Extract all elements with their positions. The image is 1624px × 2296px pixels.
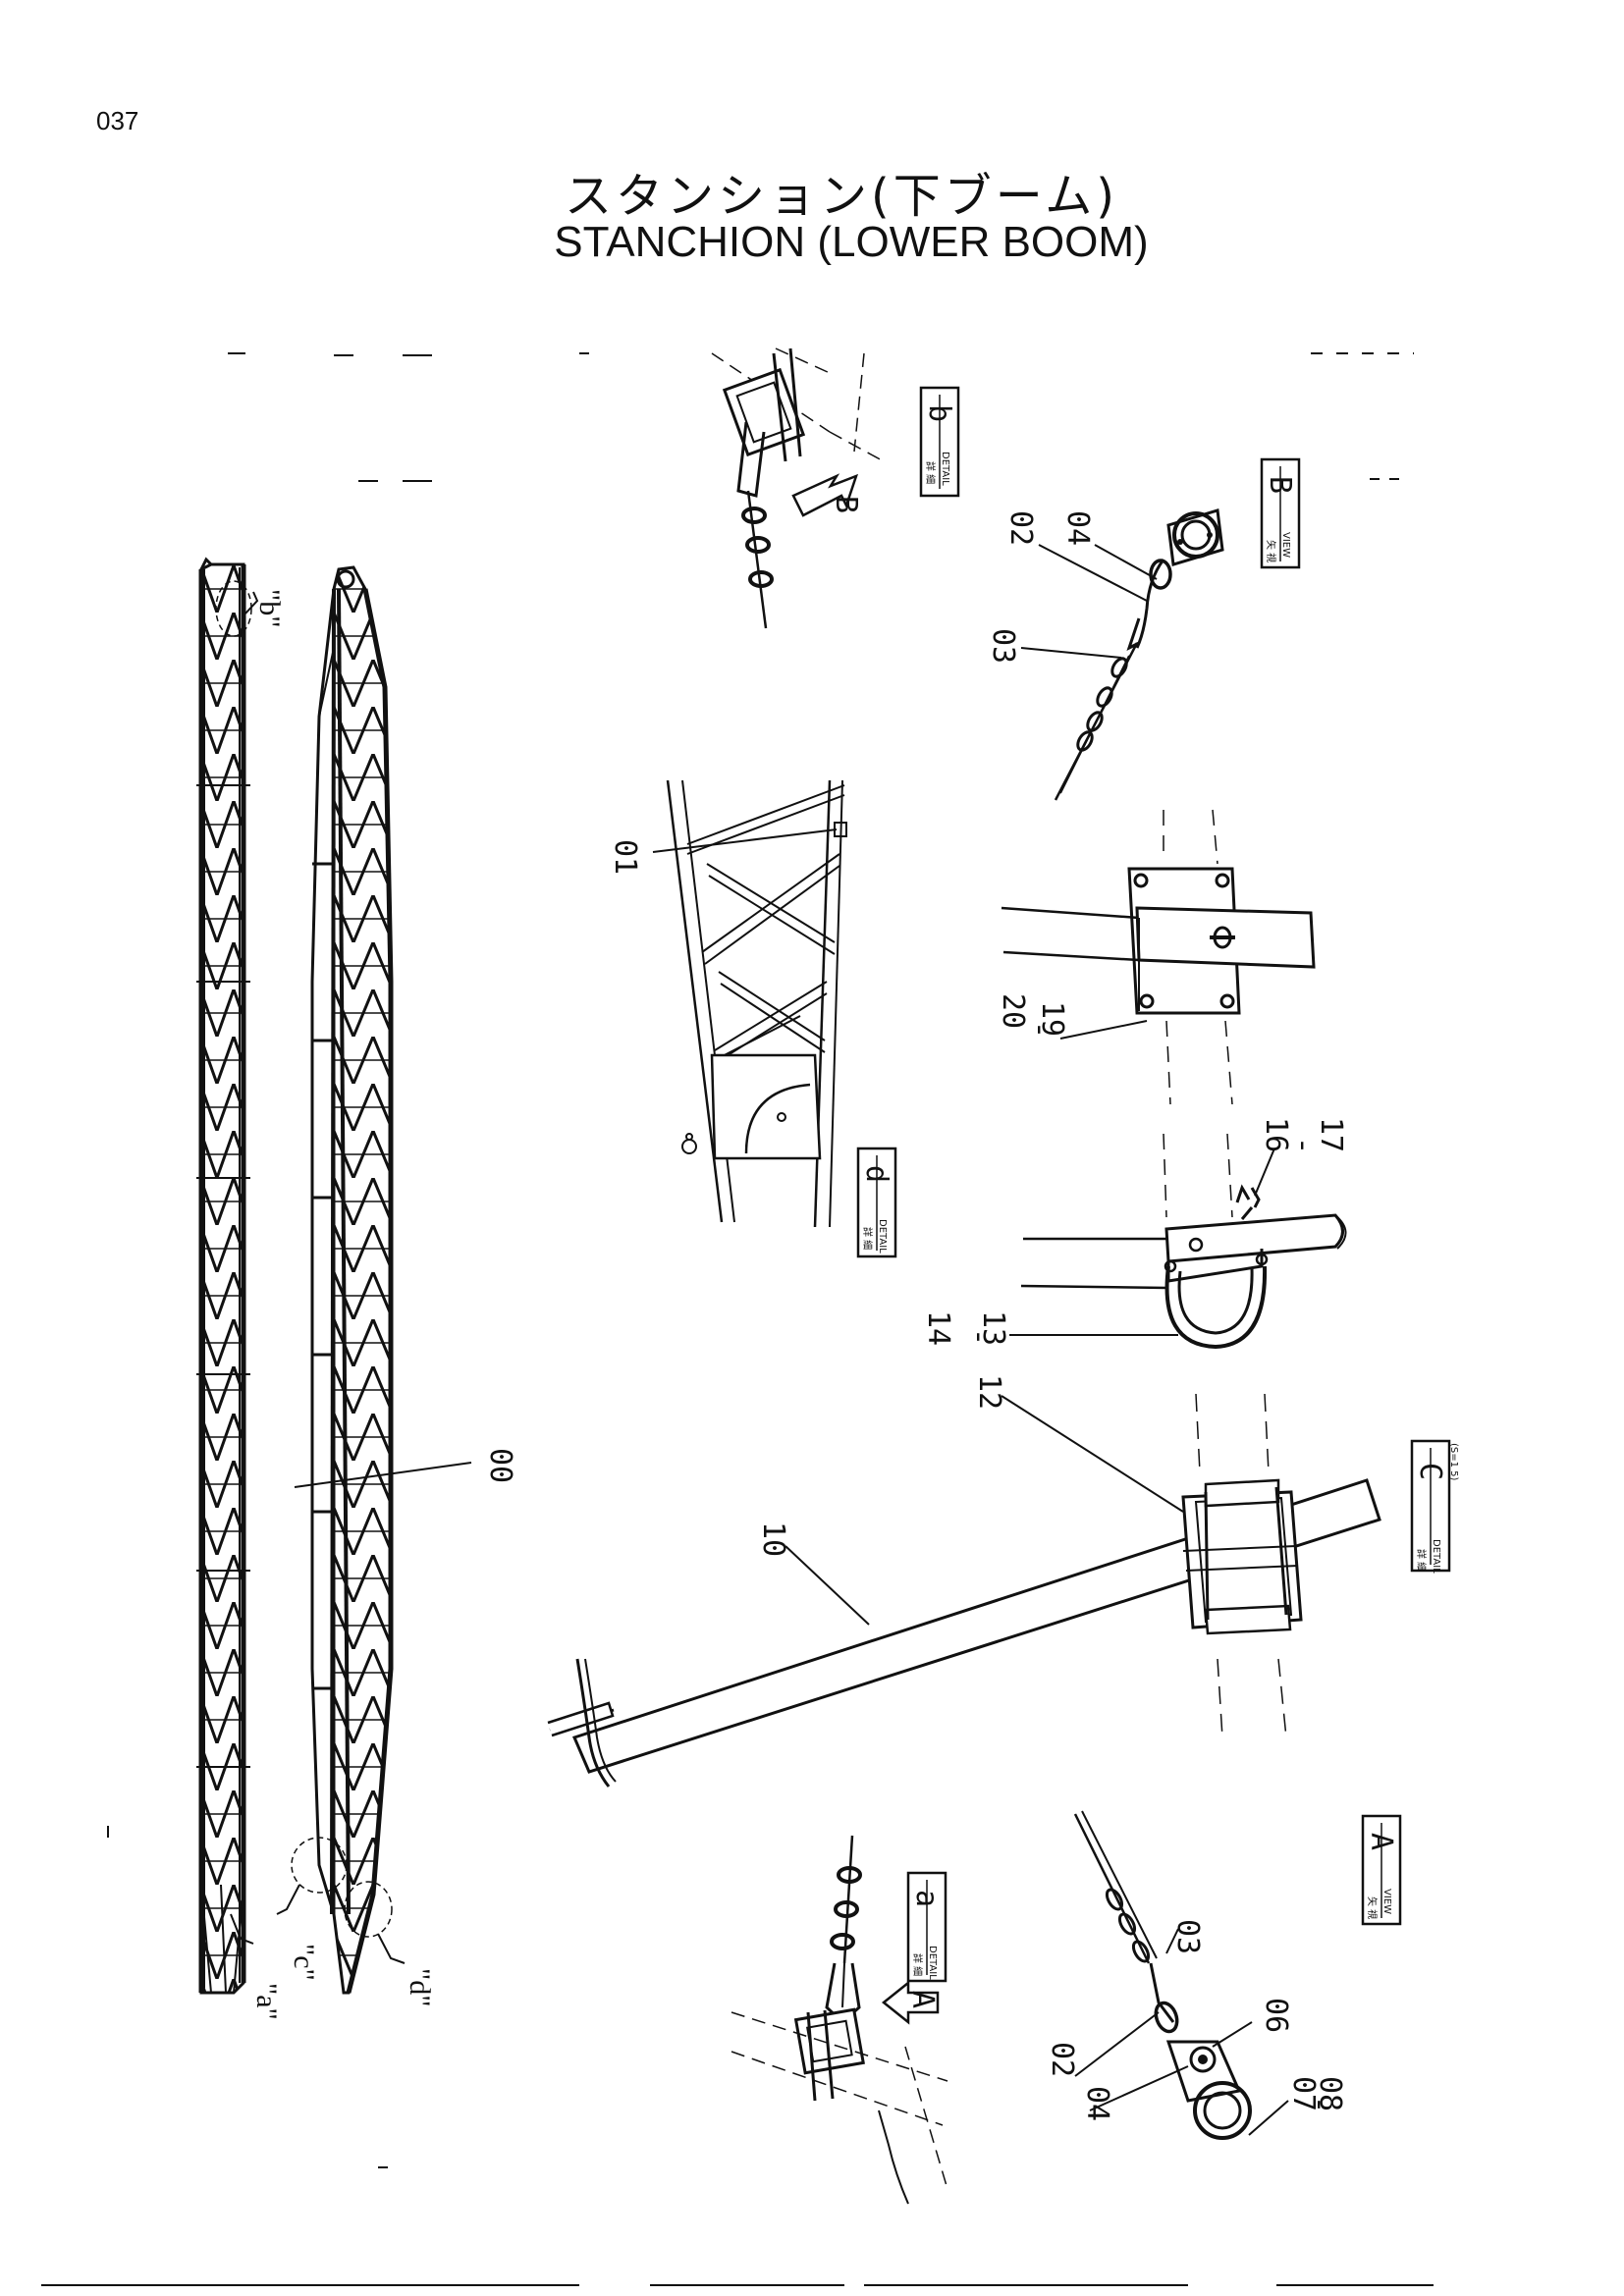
leader-03-top [1020,647,1122,659]
part-number-00: 00 [483,1448,517,1483]
detail-d-drawing [666,779,847,1228]
marker-b-label: "b" [253,589,286,628]
detail-marker-c: "c" [276,1837,348,1981]
detail-tag-d-en: DETAIL [877,1219,888,1254]
page-title-japanese: スタンション(下ブーム) [564,169,1118,224]
detail-tag-b-letter: b [922,404,956,422]
marker-d-label: "d" [404,1968,436,2007]
detail-marker-b: "b" [215,580,286,637]
part-number-04-top: 04 [1060,510,1095,546]
leader-07 [1248,2100,1289,2136]
detail-marker-a: "a" [230,1913,283,2020]
marker-c-label: "c" [288,1944,320,1981]
detail-tag-d: 詳 細 DETAIL d [856,1147,897,1258]
part-number-01: 01 [608,839,642,875]
part-number-16: 16 [1259,1117,1293,1152]
view-tag-a-en: VIEW [1381,1889,1392,1914]
detail-tag-a-en: DETAIL [927,1946,938,1980]
leader-16 [1254,1148,1275,1197]
leader-01 [652,828,838,853]
view-tag-b-en: VIEW [1280,532,1291,558]
detail-tag-b: 詳 細 DETAIL b [919,386,960,498]
leader-02-bot [1074,2011,1160,2077]
part-number-03-top: 03 [986,628,1020,664]
lower-boom-top-view [310,565,394,1995]
part-number-19: 19 [1035,1001,1069,1037]
clamp-plate-drawing [1001,809,1316,1105]
view-b-drawing [1054,508,1224,801]
part-number-20: 20 [996,993,1030,1029]
detail-a-drawing [731,1835,948,2205]
part-number-13: 13 [976,1310,1010,1346]
detail-tag-c-scale: (S=1 5) [1448,1443,1459,1481]
view-tag-a-letter: A [1364,1833,1398,1850]
view-a-drawing [1073,1810,1252,2140]
page-title-english: STANCHION (LOWER BOOM) [554,218,1149,266]
view-arrow-b: B [791,473,863,517]
part-number-12: 12 [972,1374,1006,1410]
detail-tag-c-en: DETAIL [1431,1539,1441,1574]
detail-tag-a-letter: a [909,1890,944,1907]
detail-tag-b-en: DETAIL [940,452,950,486]
part-number-06: 06 [1259,1998,1293,2033]
part-number-17: 17 [1314,1117,1348,1152]
view-tag-a-jp: 矢 視 [1366,1896,1379,1919]
part-number-04-bot: 04 [1080,2086,1114,2121]
detail-tag-d-letter: d [859,1165,893,1183]
leader-19 [1059,1020,1148,1040]
view-tag-a: 矢 視 VIEW A [1361,1814,1402,1926]
view-tag-b: 矢 視 VIEW B [1260,457,1301,569]
page-number: 037 [96,106,139,135]
leader-00 [294,1462,472,1488]
part-number-10: 10 [756,1522,790,1557]
view-arrow-a: A [881,1980,940,2025]
leader-02-top [1038,544,1148,602]
detail-tag-c-jp: 詳 細 [1415,1549,1428,1572]
part-number-07: 07 [1286,2076,1321,2111]
leader-06 [1212,2021,1253,2048]
view-tag-b-letter: B [1263,476,1297,494]
view-arrow-a-letter: A [905,1991,940,2008]
part-number-14: 14 [921,1310,955,1346]
part-number-08: 08 [1313,2076,1347,2111]
detail-tag-c-letter: C [1413,1463,1447,1480]
detail-c-drawing [547,1393,1381,1788]
part-number-07-08-dash: - [1303,2096,1337,2113]
detail-b-drawing [711,347,885,629]
detail-marker-d: "d" [344,1881,436,2007]
part-number-19-20-dash: - [1023,1021,1057,1039]
lower-boom-side-view [196,557,250,1995]
part-number-16-17-dash: - [1286,1137,1321,1154]
detail-tag-a: 詳 細 DETAIL a [906,1871,947,1983]
view-tag-b-jp: 矢 視 [1265,540,1277,562]
view-arrow-b-letter: B [829,496,863,513]
leader-12 [1001,1395,1184,1513]
part-number-03-bot: 03 [1170,1919,1205,1954]
marker-a-label: "a" [250,1983,283,2020]
detail-tag-a-jp: 詳 細 [911,1953,924,1976]
detail-tag-d-jp: 詳 細 [861,1227,874,1250]
scan-dashes [107,352,1414,2168]
detail-tag-c: 詳 細 DETAIL C (S=1 5) [1410,1439,1459,1574]
part-number-13-14-dash: - [962,1328,997,1346]
leader-04-top [1094,544,1158,580]
leader-04-bot [1089,2065,1189,2111]
leader-03-bot [1165,1928,1179,1954]
leader-10 [785,1545,870,1626]
part-number-02-bot: 02 [1045,2042,1079,2077]
detail-tag-b-jp: 詳 細 [924,461,937,484]
u-bolt-clamp-drawing [1020,1133,1347,1350]
part-number-02-top: 02 [1003,510,1038,546]
